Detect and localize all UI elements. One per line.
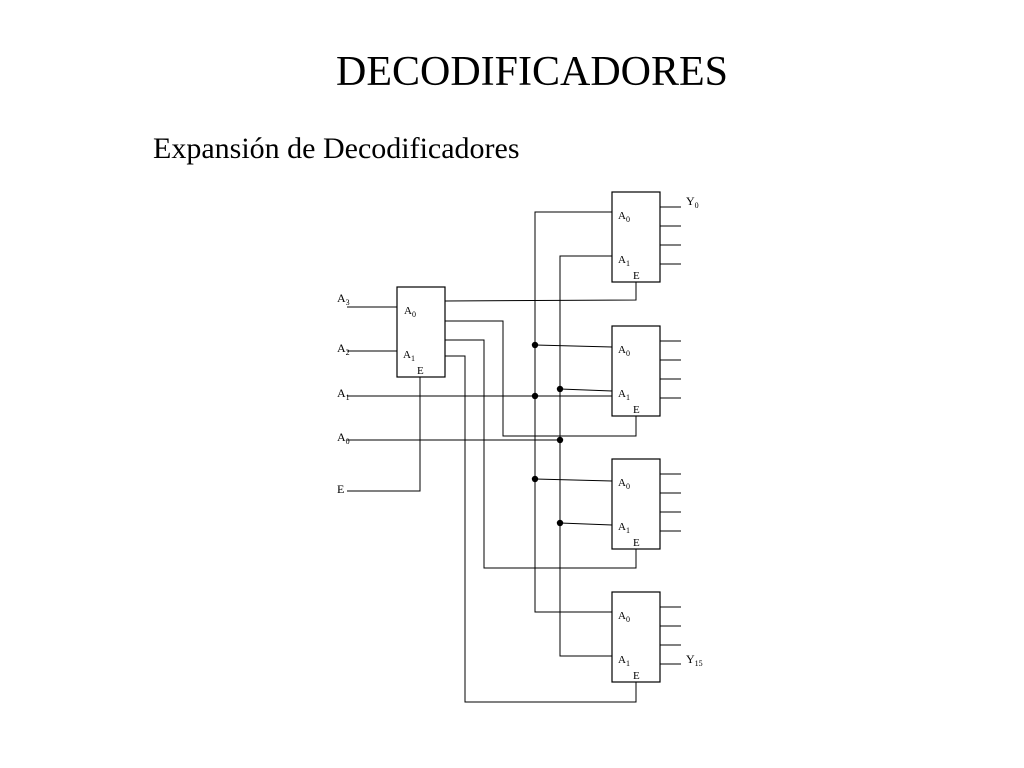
wire-out-1 [445, 320, 637, 437]
decoder-4-pin-a1: A1 [618, 654, 630, 668]
decoder-3-pin-a1: A1 [618, 521, 630, 535]
wire-out-3 [445, 355, 637, 703]
second-stage-decoder-1 [611, 191, 661, 283]
input-label-e: E [337, 482, 344, 496]
junction-dots [531, 341, 564, 527]
slide-subtitle: Expansión de Decodificadores [153, 132, 520, 165]
tap-a0-2 [559, 388, 613, 392]
decoder-1-pin-a1: A1 [618, 254, 630, 268]
decoder-3-pin-e: E [633, 537, 640, 549]
output-label-y15: Y15 [686, 652, 703, 668]
first-stage-pin-a1: A1 [403, 349, 415, 363]
decoder-2-pin-e: E [633, 404, 640, 416]
input-label-a3: A3 [337, 291, 350, 307]
output-stubs [660, 206, 681, 665]
input-label-a0: A0 [337, 430, 350, 446]
bus-a1 [534, 211, 612, 613]
decoder-1-pin-a0: A0 [618, 210, 630, 224]
decoder-2-pin-a1: A1 [618, 388, 630, 402]
tap-a0-3 [559, 522, 613, 526]
input-label-a1: A1 [337, 386, 350, 402]
first-stage-pin-e: E [417, 365, 424, 377]
second-stage-decoder-3 [611, 458, 661, 550]
slide-title: DECODIFICADORES [335, 49, 729, 95]
second-stage-decoder-2 [611, 325, 661, 417]
second-stage-decoder-4 [611, 591, 661, 683]
wire-out-2 [445, 339, 637, 569]
decoder-4-pin-e: E [633, 670, 640, 682]
tap-a1-2 [534, 344, 613, 348]
decoder-2-pin-a0: A0 [618, 344, 630, 358]
output-label-y0: Y0 [686, 194, 699, 210]
input-label-a2: A2 [337, 341, 350, 357]
decoder-4-pin-a0: A0 [618, 610, 630, 624]
first-stage-decoder [396, 286, 446, 378]
decoder-3-pin-a0: A0 [618, 477, 630, 491]
tap-a1-3 [534, 478, 613, 482]
wire-out-0 [444, 282, 637, 302]
wires [347, 206, 681, 703]
first-stage-pin-a0: A0 [404, 305, 416, 319]
decoder-1-pin-e: E [633, 270, 640, 282]
bus-a0 [559, 255, 612, 657]
wire-enable [347, 377, 421, 492]
